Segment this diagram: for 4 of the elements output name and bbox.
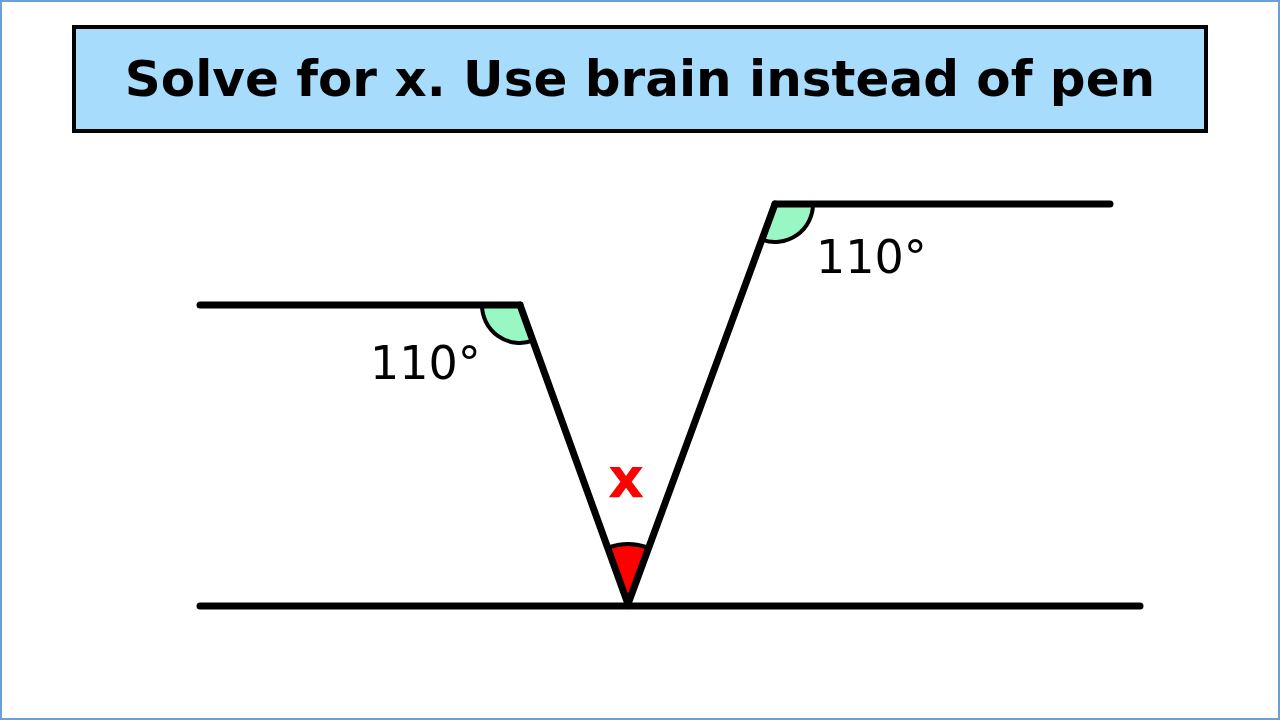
- angle-label: 110°: [370, 340, 481, 386]
- unknown-angle-label: x: [608, 450, 645, 506]
- angle-label: 110°: [816, 234, 927, 280]
- title: Solve for x. Use brain instead of pen: [72, 25, 1208, 133]
